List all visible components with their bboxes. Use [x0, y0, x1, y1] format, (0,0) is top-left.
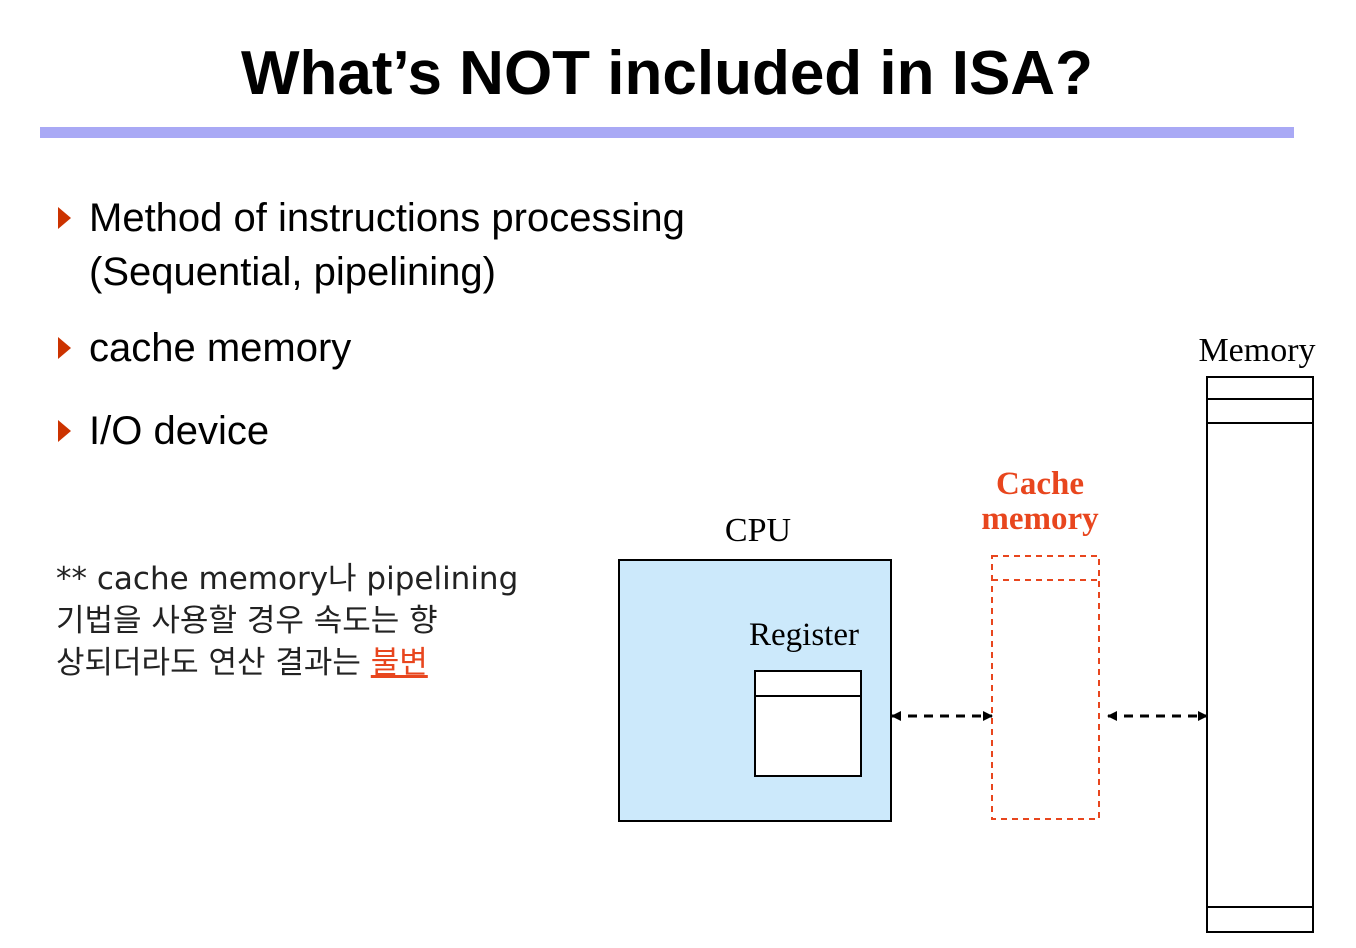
note-line-2: 기법을 사용할 경우 속도는 향: [56, 603, 438, 639]
bullet-text: cache memory: [89, 326, 352, 370]
cache-label-line2: memory: [981, 501, 1099, 537]
bullet-item-instruction-processing: Method of instructions processing (Seque…: [58, 191, 685, 299]
note-line-1: ** cache memory나 pipelining: [56, 561, 519, 597]
bullet-item-cache-memory: cache memory: [58, 321, 351, 375]
note-highlight-unchanged: 불변: [370, 645, 428, 681]
title-underline-bar: [40, 127, 1294, 138]
bullet-item-io-device: I/O device: [58, 404, 269, 458]
korean-note: ** cache memory나 pipelining 기법을 사용할 경우 속…: [56, 558, 536, 684]
slide-title: What’s NOT included in ISA?: [241, 39, 1093, 108]
bullet-triangle-icon: [58, 420, 71, 442]
memory-box: [1206, 376, 1314, 933]
register-box: [754, 670, 862, 777]
bullet-triangle-icon: [58, 337, 71, 359]
bullet-text-continuation: (Sequential, pipelining): [89, 250, 496, 294]
note-line-3: 상되더라도 연산 결과는: [56, 645, 371, 681]
bullet-text: Method of instructions processing: [89, 196, 685, 240]
cache-label-line1: Cache: [996, 466, 1084, 502]
bullet-text: I/O device: [89, 409, 270, 453]
memory-label: Memory: [1198, 332, 1315, 369]
cache-box: [991, 555, 1100, 820]
bullet-triangle-icon: [58, 207, 71, 229]
cpu-label: CPU: [725, 512, 791, 549]
register-label: Register: [749, 617, 859, 653]
